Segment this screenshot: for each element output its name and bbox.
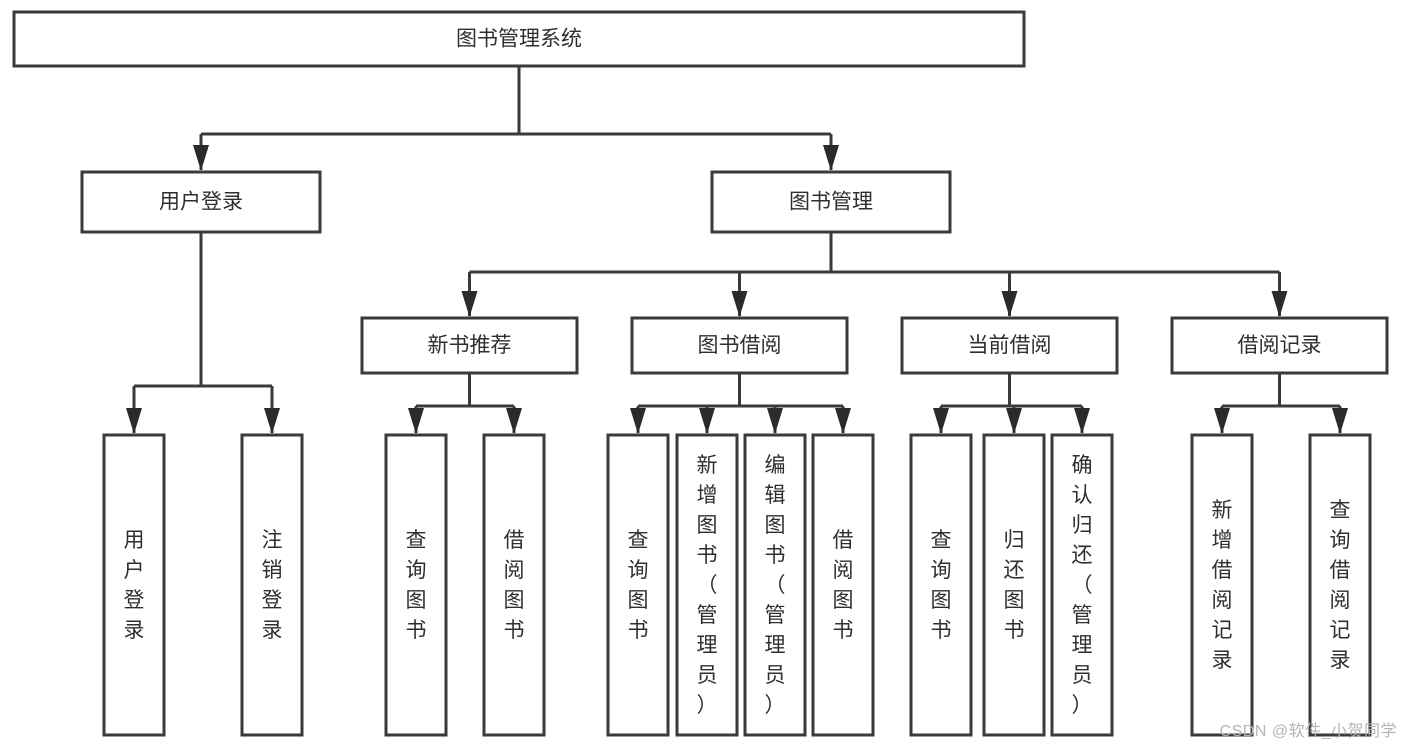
node-label: 用户登录 <box>124 529 145 642</box>
arrow-head-leaf-borrow-book-1 <box>506 408 522 434</box>
node-box <box>606 433 670 737</box>
arrow-head-leaf-query-book-1 <box>408 408 424 434</box>
node-label: 查询图书 <box>931 529 952 642</box>
node-leaf-leaf-query-book-3[interactable]: 查询图书 <box>909 433 973 737</box>
arrow-head-leaf-confirm-return <box>1074 408 1090 434</box>
node-leaf-leaf-edit-book[interactable]: 编辑图书（管理员） <box>743 433 807 737</box>
node-leaf-leaf-add-book[interactable]: 新增图书（管理员） <box>675 433 739 737</box>
arrow-head-leaf-user-logout <box>264 408 280 434</box>
arrow-head-leaf-return-book <box>1006 408 1022 434</box>
node-leaf-leaf-confirm-return[interactable]: 确认归还（管理员） <box>1050 433 1114 737</box>
arrow-head-user-login <box>193 145 209 171</box>
node-box <box>1308 433 1372 737</box>
node-level1-book-manage[interactable]: 图书管理 <box>710 170 952 234</box>
node-box <box>482 433 546 737</box>
arrow-head-current-borrow <box>1001 291 1018 317</box>
node-leaf-leaf-query-book-1[interactable]: 查询图书 <box>384 433 448 737</box>
node-label: 图书管理系统 <box>456 28 582 51</box>
node-level2-new-book-rec[interactable]: 新书推荐 <box>360 316 579 375</box>
node-box <box>1050 433 1114 737</box>
node-label: 借阅记录 <box>1238 334 1322 357</box>
node-leaf-leaf-borrow-book-1[interactable]: 借阅图书 <box>482 433 546 737</box>
node-label: 图书借阅 <box>698 334 782 357</box>
node-box <box>811 433 875 737</box>
node-box <box>360 316 579 375</box>
node-label: 图书管理 <box>789 191 873 214</box>
arrow-head-book-borrow <box>731 291 748 317</box>
node-level2-borrow-record[interactable]: 借阅记录 <box>1170 316 1389 375</box>
node-label: 用户登录 <box>159 191 243 214</box>
node-box <box>1190 433 1254 737</box>
node-leaf-leaf-query-book-2[interactable]: 查询图书 <box>606 433 670 737</box>
node-layer: 图书管理系统用户登录图书管理新书推荐图书借阅当前借阅借阅记录用户登录注销登录查询… <box>12 10 1389 737</box>
node-label: 查询借阅记录 <box>1330 499 1351 672</box>
node-box <box>12 10 1026 68</box>
node-box <box>675 433 739 737</box>
node-label: 查询图书 <box>406 529 427 642</box>
arrow-head-leaf-edit-book <box>767 408 783 434</box>
node-leaf-leaf-borrow-book-2[interactable]: 借阅图书 <box>811 433 875 737</box>
node-box <box>982 433 1046 737</box>
arrow-head-leaf-query-book-3 <box>933 408 949 434</box>
arrow-head-new-book-rec <box>461 291 478 317</box>
node-leaf-leaf-user-login[interactable]: 用户登录 <box>102 433 166 737</box>
node-level2-book-borrow[interactable]: 图书借阅 <box>630 316 849 375</box>
node-root-图书管理系统[interactable]: 图书管理系统 <box>12 10 1026 68</box>
node-label: 确认归还（管理员） <box>1072 454 1093 717</box>
node-leaf-leaf-user-logout[interactable]: 注销登录 <box>240 433 304 737</box>
node-label: 新增图书（管理员） <box>697 454 718 717</box>
node-box <box>80 170 322 234</box>
node-leaf-leaf-return-book[interactable]: 归还图书 <box>982 433 1046 737</box>
node-box <box>743 433 807 737</box>
arrow-head-book-manage <box>823 145 839 171</box>
node-label: 新增借阅记录 <box>1212 499 1233 672</box>
node-box <box>102 433 166 737</box>
node-label: 编辑图书（管理员） <box>765 454 786 717</box>
node-box <box>900 316 1119 375</box>
node-label: 借阅图书 <box>833 529 854 642</box>
arrow-head-leaf-query-book-2 <box>630 408 646 434</box>
connector-layer <box>126 66 1348 434</box>
node-label: 借阅图书 <box>504 529 525 642</box>
node-label: 查询图书 <box>628 529 649 642</box>
node-leaf-leaf-add-record[interactable]: 新增借阅记录 <box>1190 433 1254 737</box>
node-box <box>1170 316 1389 375</box>
node-box <box>909 433 973 737</box>
node-label: 归还图书 <box>1004 529 1025 642</box>
arrow-head-leaf-query-record <box>1332 408 1348 434</box>
node-label: 注销登录 <box>262 529 283 642</box>
arrow-head-leaf-add-record <box>1214 408 1230 434</box>
node-level1-user-login[interactable]: 用户登录 <box>80 170 322 234</box>
arrow-head-leaf-user-login <box>126 408 142 434</box>
node-box <box>710 170 952 234</box>
arrow-head-borrow-record <box>1271 291 1288 317</box>
node-box <box>240 433 304 737</box>
node-box <box>630 316 849 375</box>
arrow-head-leaf-borrow-book-2 <box>835 408 851 434</box>
node-label: 新书推荐 <box>428 334 512 357</box>
arrow-head-leaf-add-book <box>699 408 715 434</box>
node-label: 当前借阅 <box>968 334 1052 357</box>
node-level2-current-borrow[interactable]: 当前借阅 <box>900 316 1119 375</box>
node-box <box>384 433 448 737</box>
node-leaf-leaf-query-record[interactable]: 查询借阅记录 <box>1308 433 1372 737</box>
